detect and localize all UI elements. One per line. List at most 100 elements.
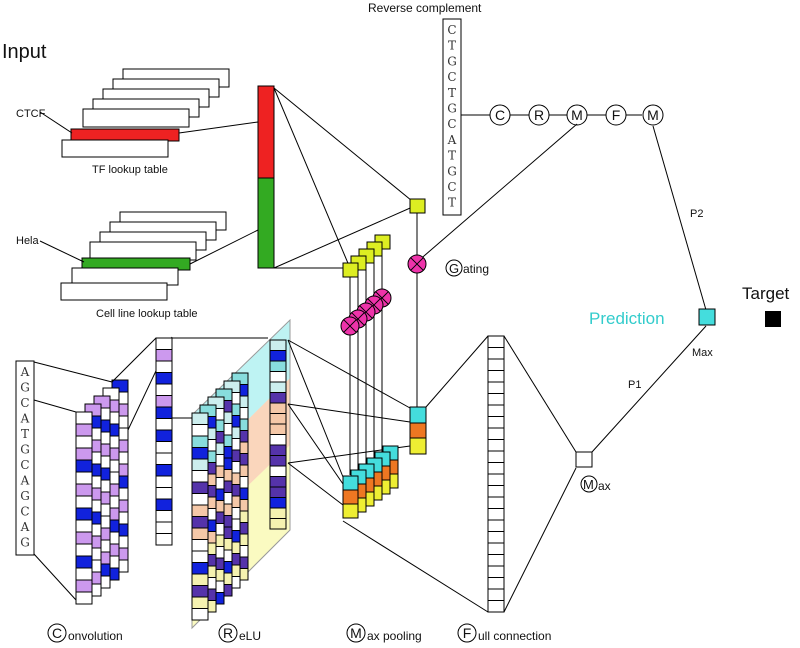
fc-cell [487, 519, 505, 532]
conv-output-cell [155, 418, 173, 431]
fc-cell [487, 335, 505, 348]
nucleotide: G [20, 489, 30, 503]
fc-cell [487, 450, 505, 463]
legend-letter-circle [346, 623, 366, 643]
p1-label: P1 [628, 379, 641, 391]
fc-cell [487, 427, 505, 440]
p2-label: P2 [690, 208, 703, 220]
conv-cell [75, 483, 93, 497]
fc-cell [487, 577, 505, 590]
relu-cell [269, 350, 287, 362]
conv-output-cell [155, 337, 173, 350]
pipeline-node-label: M [647, 107, 659, 123]
reverse-complement-label: Reverse complement [368, 1, 482, 15]
relu-cell [191, 562, 209, 575]
fc-cell [487, 496, 505, 509]
relu-cell [191, 424, 209, 437]
nucleotide: A [20, 520, 30, 534]
nucleotide: C [20, 505, 29, 519]
input-label: Input [2, 41, 47, 63]
conv-output-cell [155, 441, 173, 454]
nucleotide: C [20, 396, 29, 410]
nucleotide: A [447, 133, 457, 147]
target-node [765, 311, 781, 327]
ctcf-label: CTCF [16, 108, 46, 120]
relu-cell [191, 470, 209, 483]
relu-cell [191, 481, 209, 494]
nucleotide: G [447, 54, 457, 68]
relu-cell [269, 360, 287, 372]
max-label: Max [692, 347, 713, 359]
relu-cell [191, 435, 209, 448]
relu-cell [191, 550, 209, 563]
conv-cell [75, 435, 93, 449]
conv-cell [75, 591, 93, 605]
max-node-label: ax [598, 479, 611, 493]
gating-label: ating [463, 262, 489, 276]
cell-lookup-stack [60, 211, 227, 301]
legend-label: onvolution [68, 629, 123, 643]
nucleotide: G [447, 164, 457, 178]
conv-cell [75, 543, 93, 557]
pipeline-node [528, 104, 550, 126]
nucleotide: A [20, 412, 30, 426]
relu-cell [269, 392, 287, 404]
pipeline-node [489, 104, 511, 126]
conv-output-cell [155, 521, 173, 534]
legend-letter-circle [457, 623, 477, 643]
convolution-stack [75, 379, 129, 605]
relu-cell [269, 497, 287, 509]
relu-cell [191, 447, 209, 460]
relu-cell [191, 539, 209, 552]
legend-letter-circle [47, 623, 67, 643]
conv-output-cell [155, 372, 173, 385]
relu-cell [269, 402, 287, 414]
conv-cell [75, 567, 93, 581]
nucleotide: T [448, 39, 456, 53]
relu-cell [269, 339, 287, 351]
relu-cell [191, 493, 209, 506]
pipeline-node-label: F [612, 107, 621, 123]
relu-cell [269, 455, 287, 467]
cell-embedding [257, 177, 275, 269]
conv-cell [75, 423, 93, 437]
conv-output-cell [155, 498, 173, 511]
nucleotide: C [447, 23, 456, 37]
pipeline-node [642, 104, 664, 126]
legend-label: ull connection [478, 629, 551, 643]
pipeline-node [605, 104, 627, 126]
gate-square [342, 262, 359, 278]
relu-cell [191, 596, 209, 609]
pool-cell [342, 489, 359, 505]
cell-lookup-label: Cell line lookup table [96, 308, 198, 320]
fc-cell [487, 393, 505, 406]
conv-cell [75, 519, 93, 533]
nucleotide: C [447, 70, 456, 84]
relu-cell [191, 585, 209, 598]
max-pooling-stack [342, 445, 399, 519]
tf-embedding [257, 85, 275, 179]
nucleotide: T [448, 86, 456, 100]
ctcf-row [70, 128, 180, 142]
nucleotide: C [20, 458, 29, 472]
conv-cell [75, 411, 93, 425]
conv-cell [75, 471, 93, 485]
fc-cell [487, 508, 505, 521]
relu-cell [269, 507, 287, 519]
input-sequence-box [15, 360, 35, 556]
relu-cell [191, 412, 209, 425]
fc-cell [487, 416, 505, 429]
max-letter-circle [580, 475, 598, 493]
conv-output-cell [155, 383, 173, 396]
relu-cell [191, 527, 209, 540]
relu-cell [269, 371, 287, 383]
fc-cell [487, 600, 505, 613]
legend-label: eLU [239, 629, 261, 643]
nucleotide: T [448, 149, 456, 163]
relu-cell [269, 444, 287, 456]
max-node-initial: M [583, 477, 594, 492]
max-node [575, 451, 593, 468]
